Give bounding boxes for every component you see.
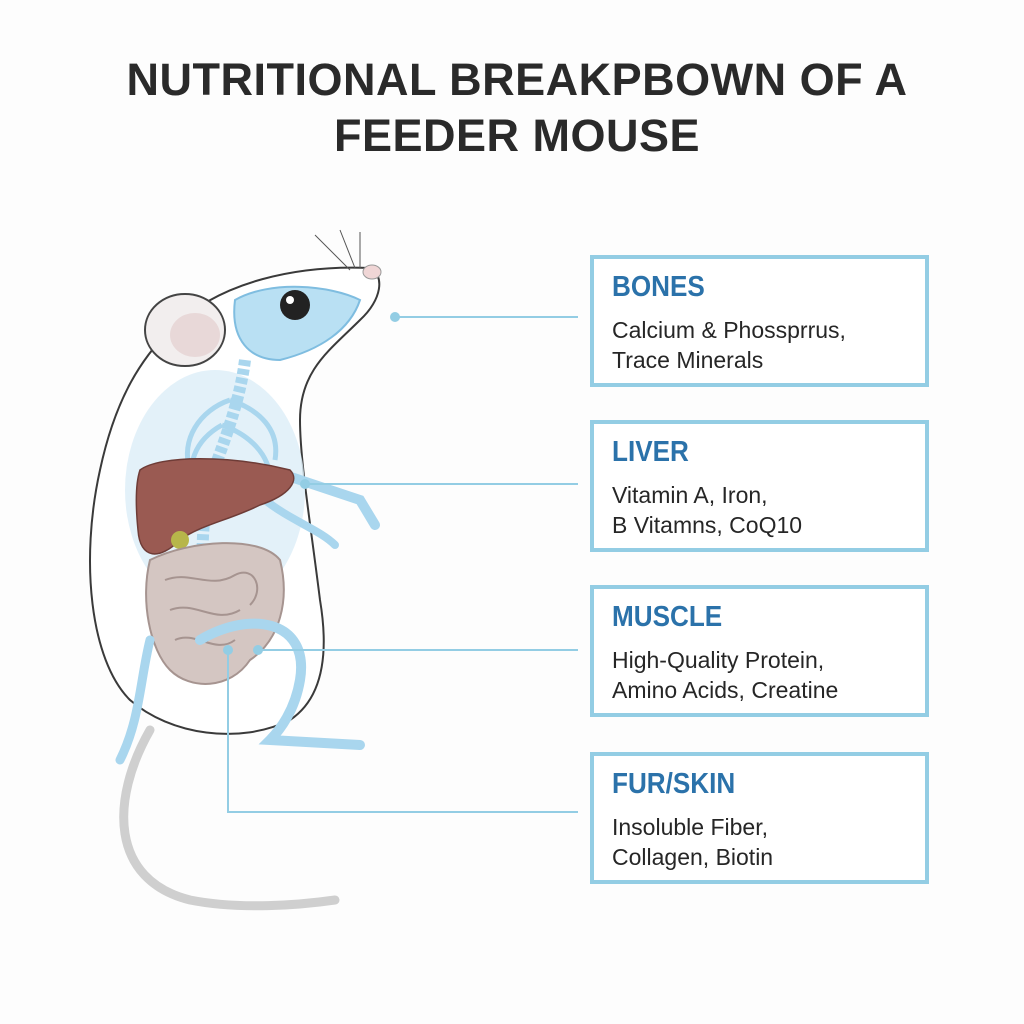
skull (233, 285, 362, 362)
callout-muscle: MUSCLE High-Quality Protein,Amino Acids,… (590, 585, 929, 717)
callout-heading: MUSCLE (612, 601, 723, 633)
hind-leg (195, 618, 365, 750)
callout-fur-skin: FUR/SKIN Insoluble Fiber,Collagen, Bioti… (590, 752, 929, 884)
callout-heading: FUR/SKIN (612, 768, 736, 800)
callout-heading: BONES (612, 271, 705, 303)
title-line-1: NUTRITIONAL BREAKPBOWN OF A (126, 54, 908, 105)
callout-text: High-Quality Protein,Amino Acids, Creati… (612, 647, 839, 703)
callout-text: Insoluble Fiber,Collagen, Biotin (612, 814, 774, 870)
whiskers (314, 229, 361, 271)
gallbladder (171, 531, 189, 549)
liver (135, 458, 295, 555)
callout-text: Calcium & Phossprrus,Trace Minerals (612, 317, 846, 373)
callout-bones: BONES Calcium & Phossprrus,Trace Mineral… (590, 255, 929, 387)
connector-dots (223, 312, 400, 655)
tail (119, 725, 340, 911)
callout-liver: LIVER Vitamin A, Iron,B Vitamns, CoQ10 (590, 420, 929, 552)
title-line-2: FEEDER MOUSE (333, 110, 701, 161)
callout-heading: LIVER (612, 436, 689, 468)
callout-text: Vitamin A, Iron,B Vitamns, CoQ10 (612, 482, 803, 538)
connector-lines (227, 316, 578, 813)
nose (362, 264, 382, 280)
page-title: NUTRITIONAL BREAKPBOWN OF A FEEDER MOUSE (0, 52, 1024, 164)
eye (280, 290, 310, 320)
